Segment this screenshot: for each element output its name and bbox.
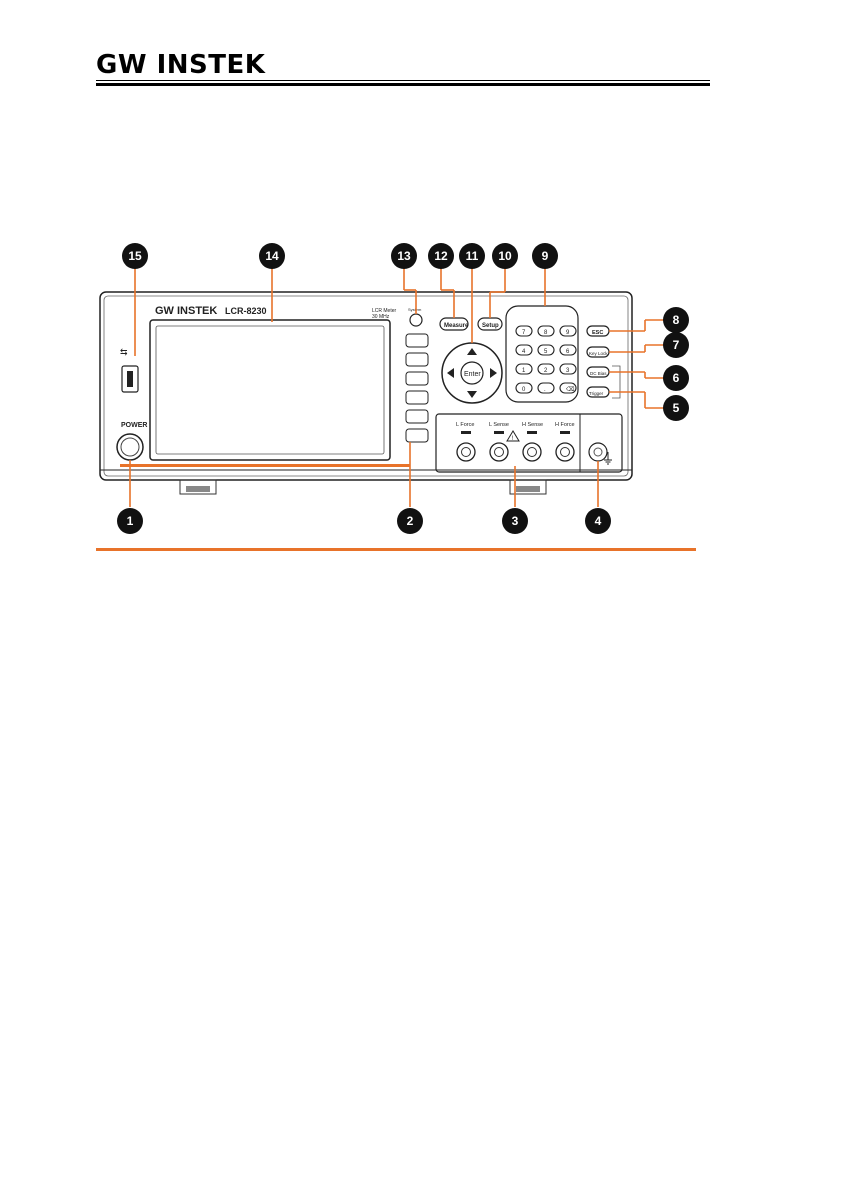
bnc-connector[interactable]: [523, 443, 541, 461]
trigger-button[interactable]: Trigger: [587, 387, 609, 397]
system-button[interactable]: [410, 314, 422, 326]
svg-text:9: 9: [542, 249, 549, 263]
terminal-label: L Sense: [489, 422, 509, 428]
terminal-indicator: [527, 431, 537, 434]
callout-5: 5: [663, 395, 689, 421]
keypad-key-label: ⌫: [566, 386, 575, 393]
softkey[interactable]: [406, 334, 428, 347]
svg-text:4: 4: [595, 514, 602, 528]
left-foot: [180, 480, 216, 494]
svg-text:⇆: ⇆: [120, 347, 128, 357]
svg-text:12: 12: [434, 249, 448, 263]
softkey-column: [406, 334, 428, 442]
key-lock-button[interactable]: Key Lock: [587, 347, 609, 357]
keypad-key[interactable]: .: [538, 383, 554, 393]
measure-button[interactable]: Measure: [440, 318, 469, 330]
softkey[interactable]: [406, 429, 428, 442]
terminal-label: H Sense: [522, 422, 543, 428]
svg-text:2: 2: [407, 514, 414, 528]
keypad-key[interactable]: 0: [516, 383, 532, 393]
keypad-key[interactable]: 1: [516, 364, 532, 374]
svg-text:6: 6: [673, 371, 680, 385]
callout-12: 12: [428, 243, 454, 269]
bnc-connector[interactable]: [490, 443, 508, 461]
keypad-key[interactable]: 5: [538, 345, 554, 355]
svg-text:10: 10: [498, 249, 512, 263]
svg-text:13: 13: [397, 249, 411, 263]
svg-text:Setup: Setup: [482, 323, 499, 329]
keypad-key[interactable]: 6: [560, 345, 576, 355]
numeric-keypad: 789 456 123 0. ⌫: [516, 326, 576, 393]
keypad-key[interactable]: 3: [560, 364, 576, 374]
esc-button[interactable]: ESC: [587, 326, 609, 336]
softkey[interactable]: [406, 391, 428, 404]
softkey-underline: [120, 464, 410, 467]
svg-text:15: 15: [128, 249, 142, 263]
svg-text:11: 11: [466, 249, 479, 263]
svg-text:Measure: Measure: [444, 323, 469, 329]
callout-1: 1: [117, 508, 143, 534]
softkey[interactable]: [406, 410, 428, 423]
svg-text:3: 3: [512, 514, 519, 528]
dc-bias-button[interactable]: DC Bias: [587, 367, 609, 377]
terminal-label: L Force: [456, 422, 474, 428]
callout-2: 2: [397, 508, 423, 534]
keypad-key[interactable]: 4: [516, 345, 532, 355]
panel-model: LCR-8230: [225, 306, 267, 316]
keypad-key[interactable]: ⌫: [560, 383, 576, 393]
callout-9: 9: [532, 243, 558, 269]
system-label: System: [408, 307, 422, 312]
callout-3: 3: [502, 508, 528, 534]
warning-icon: !: [507, 431, 519, 442]
keypad-key[interactable]: 8: [538, 326, 554, 336]
keypad-key[interactable]: 9: [560, 326, 576, 336]
callout-11: 11: [459, 243, 485, 269]
power-label: POWER: [121, 422, 147, 429]
svg-text:Key Lock: Key Lock: [589, 351, 608, 356]
callout-10: 10: [492, 243, 518, 269]
svg-text:DC Bias: DC Bias: [590, 371, 607, 376]
callout-4: 4: [585, 508, 611, 534]
callout-15: 15: [122, 243, 148, 269]
svg-text:14: 14: [265, 249, 279, 263]
setup-button[interactable]: Setup: [478, 318, 502, 330]
terminal-indicator: [461, 431, 471, 434]
svg-text:Trigger: Trigger: [589, 391, 604, 396]
keypad-key[interactable]: 7: [516, 326, 532, 336]
callout-13: 13: [391, 243, 417, 269]
terminal-indicator: [560, 431, 570, 434]
svg-text:5: 5: [673, 401, 680, 415]
callout-7: 7: [663, 332, 689, 358]
svg-text:8: 8: [673, 313, 680, 327]
svg-text:7: 7: [673, 338, 680, 352]
figure-rule: [96, 548, 696, 551]
softkey[interactable]: [406, 372, 428, 385]
softkey[interactable]: [406, 353, 428, 366]
terminal-indicator: [494, 431, 504, 434]
power-button[interactable]: [117, 434, 143, 460]
keypad-key[interactable]: 2: [538, 364, 554, 374]
usb-icon: ⇆: [120, 347, 128, 357]
terminal-label: H Force: [555, 422, 575, 428]
svg-text:1: 1: [127, 514, 134, 528]
callout-14: 14: [259, 243, 285, 269]
callout-6: 6: [663, 365, 689, 391]
svg-text:ESC: ESC: [592, 330, 603, 336]
enter-key-label[interactable]: Enter: [464, 371, 481, 378]
lcd-display: [150, 320, 390, 460]
bnc-connector[interactable]: [457, 443, 475, 461]
ground-terminal[interactable]: [589, 443, 607, 461]
callout-8: 8: [663, 307, 689, 333]
panel-subtitle-2: 30 MHz: [372, 314, 390, 320]
panel-brand: GW INSTEK: [155, 305, 217, 317]
bnc-connector[interactable]: [556, 443, 574, 461]
